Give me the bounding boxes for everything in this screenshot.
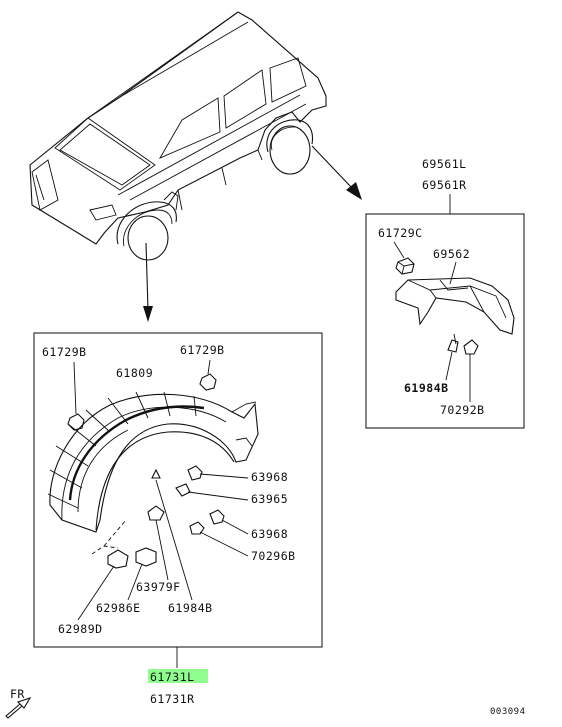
vehicle-illustration <box>29 11 327 261</box>
label-clip-right: 61729B <box>180 343 225 357</box>
label-rear-garnish: 69562 <box>433 247 470 261</box>
label-f: 63979F <box>136 580 181 594</box>
fastener-p2 <box>175 483 249 501</box>
label-btm-l: 61731L <box>150 670 195 684</box>
label-p4: 70296B <box>251 549 296 563</box>
rear-garnish-part <box>393 241 515 402</box>
label-clip-left: 61729B <box>42 345 87 359</box>
label-rear-screw: 61984B <box>404 381 449 395</box>
fastener-p3 <box>209 509 249 535</box>
fastener-b <box>151 468 193 601</box>
label-top-r: 69561R <box>422 178 467 192</box>
label-fr: FR <box>10 687 25 701</box>
fastener-p1 <box>187 465 249 481</box>
label-flare: 61809 <box>116 366 153 380</box>
fastener-p4 <box>189 521 249 557</box>
fastener-clip-left <box>67 361 85 431</box>
label-rear-clip: 61729C <box>378 226 423 240</box>
label-code: 003094 <box>490 707 526 717</box>
arrow-to-front-flare <box>143 242 153 322</box>
fastener-e <box>127 547 157 601</box>
fastener-clip-right <box>199 359 217 391</box>
label-p1: 63968 <box>251 470 288 484</box>
label-top-l: 69561L <box>422 157 467 171</box>
fastener-f <box>147 505 169 581</box>
label-e: 62986E <box>96 601 141 615</box>
label-p3: 63968 <box>251 527 288 541</box>
fastener-d <box>77 549 129 621</box>
label-rear-nut: 70292B <box>440 403 485 417</box>
front-direction-arrow-icon <box>5 697 32 719</box>
label-p2: 63965 <box>251 492 288 506</box>
label-btm-r: 61731R <box>150 692 195 706</box>
arrow-to-rear-garnish <box>311 145 362 200</box>
label-b: 61984B <box>168 601 213 615</box>
label-d: 62989D <box>58 622 103 636</box>
rear-garnish-box <box>365 213 525 429</box>
front-flare-part <box>47 391 259 555</box>
highlight-61731l <box>148 669 208 683</box>
